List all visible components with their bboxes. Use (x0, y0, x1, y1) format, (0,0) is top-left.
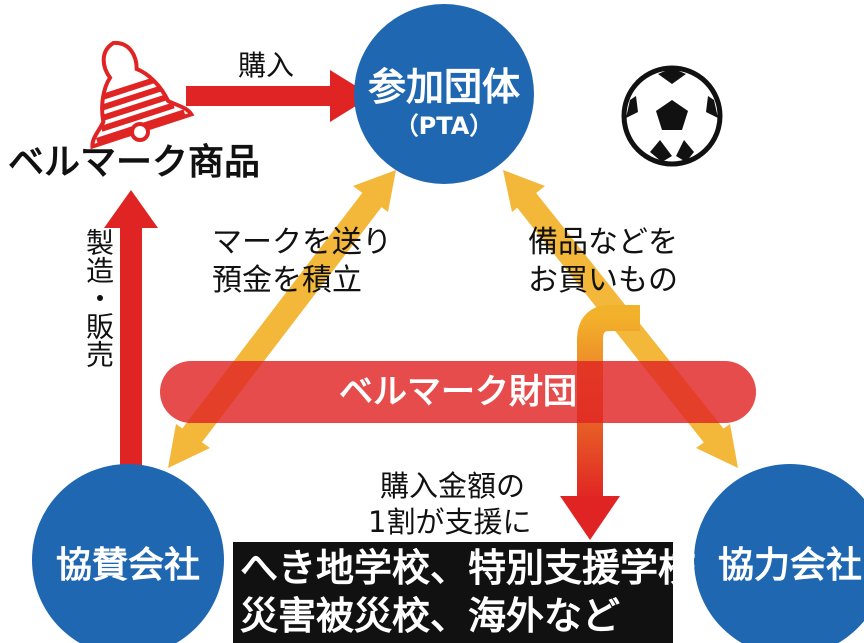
shopping-line1: 備品などを (528, 225, 678, 260)
sponsor-name: 協賛会社 (55, 545, 200, 586)
bell-icon (90, 40, 195, 150)
participant-name: 参加団体 (367, 65, 520, 109)
beneficiaries-line2: 災害被災校、海外など (240, 594, 621, 638)
foundation-band (160, 361, 756, 423)
foundation-label: ベルマーク財団 (339, 372, 577, 412)
beneficiaries-line1: へき地学校、特別支援学校 (240, 546, 697, 590)
send-marks-line2: 預金を積立 (212, 263, 362, 298)
support-arrow (560, 305, 640, 540)
send-marks-line1: マークを送り (212, 225, 392, 260)
shopping-line2: お買いもの (528, 263, 678, 298)
manufacture-label: 製造・販売 (82, 228, 115, 368)
send-marks-arrow (168, 170, 396, 468)
support-line1: 購入金額の (380, 469, 526, 503)
purchase-label: 購入 (238, 49, 295, 82)
cooperator-name: 協力会社 (717, 545, 862, 586)
soccer-ball-icon (621, 65, 723, 167)
manufacture-arrow (104, 190, 158, 475)
purchase-arrow (186, 70, 372, 122)
sponsor-circle (32, 464, 224, 643)
participant-circle (354, 4, 534, 184)
participant-sub: （PTA） (394, 112, 494, 140)
support-line2: 1割が支援に (368, 505, 532, 539)
beneficiaries-box (233, 542, 673, 643)
cooperator-circle (694, 464, 864, 643)
bellmark-goods-label: ベルマーク商品 (8, 142, 261, 183)
